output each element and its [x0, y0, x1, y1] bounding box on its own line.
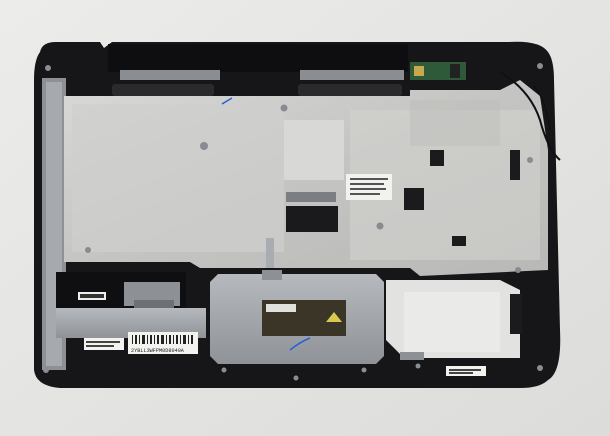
hinge-strip: [108, 44, 408, 72]
antenna-cable: [499, 71, 561, 161]
serial-barcode-text: 2YBLL3WFPM0D8040A: [131, 348, 185, 354]
hinge-slot-left: [112, 84, 214, 96]
serial-label-left: [84, 338, 124, 350]
serial-barcode-label: 2YBLL3WFPM0D8040A: [128, 332, 198, 354]
center-sticker: [346, 174, 392, 200]
keyboard-ribbon-cutout: [286, 206, 338, 232]
perforated-vent: [410, 100, 500, 146]
hinge-slot-right: [298, 84, 402, 96]
bottom-right-label: [446, 366, 486, 376]
